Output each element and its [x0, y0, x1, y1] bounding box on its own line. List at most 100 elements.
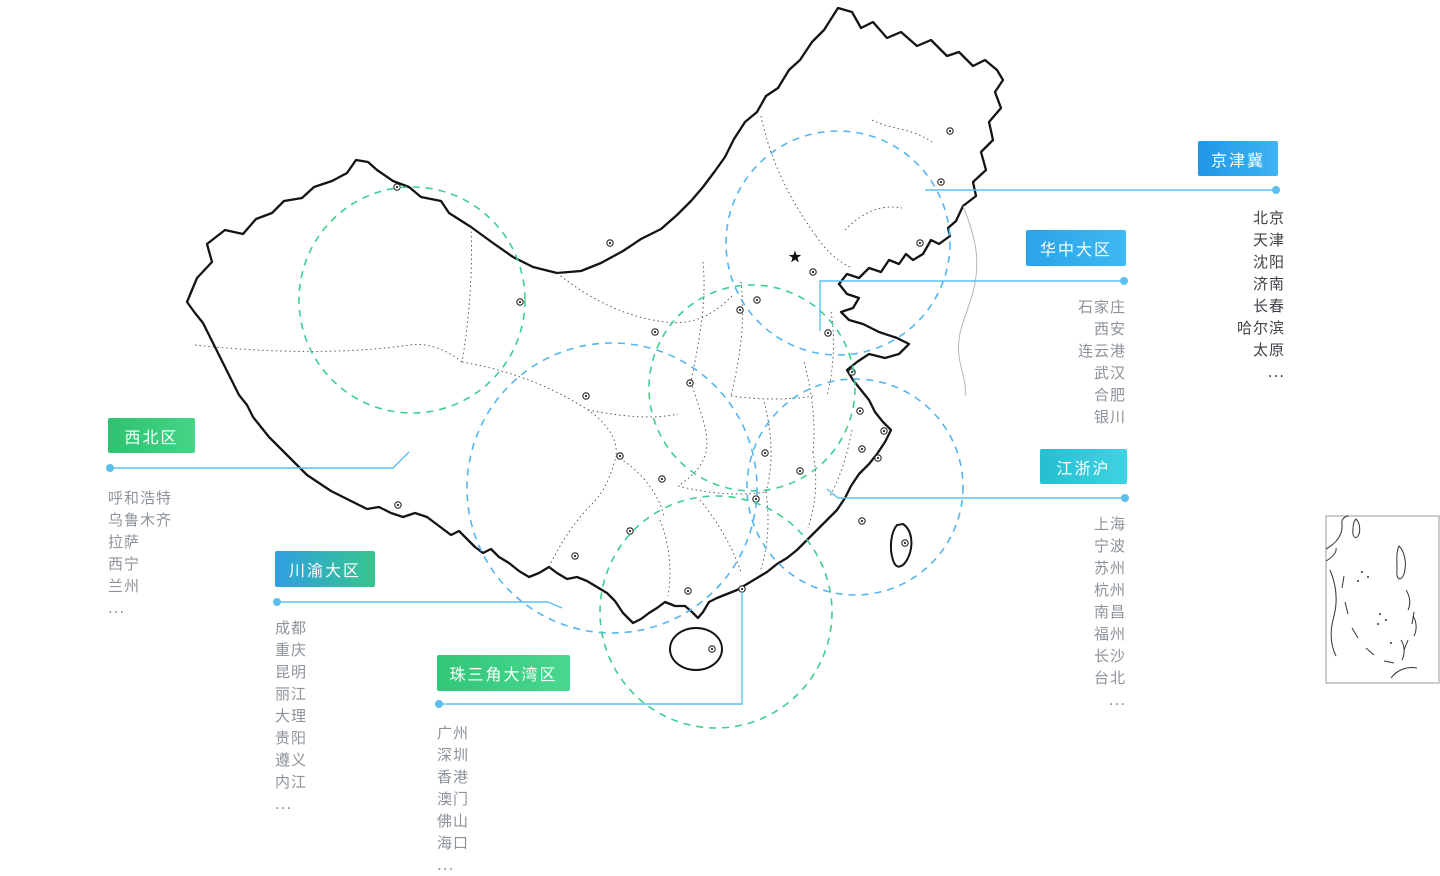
city-marker — [616, 452, 624, 460]
city-marker — [606, 239, 614, 247]
city-marker — [858, 517, 866, 525]
city-marker — [582, 392, 590, 400]
region-circle-jiangzhehu — [746, 378, 964, 596]
city-item: 西安 — [1093, 320, 1126, 338]
city-item: 遵义 — [275, 751, 308, 769]
connector-dot-jingjinji — [1272, 186, 1280, 194]
region-circle-huazhong — [648, 284, 856, 492]
city-item: 贵阳 — [275, 729, 308, 747]
city-marker — [393, 183, 401, 191]
city-marker — [738, 585, 746, 593]
connector-dot-xibei — [106, 464, 114, 472]
region-circle-zhusanjiao — [599, 495, 833, 729]
city-item: 重庆 — [275, 641, 308, 659]
city-item: 佛山 — [437, 812, 470, 830]
city-item: ... — [1267, 363, 1285, 381]
city-item: ... — [437, 856, 455, 874]
city-marker — [858, 445, 866, 453]
city-item: 银川 — [1093, 408, 1126, 426]
connector-huazhong — [819, 280, 1124, 331]
city-item: 广州 — [437, 724, 470, 742]
city-marker — [761, 449, 769, 457]
city-item: 杭州 — [1093, 581, 1126, 599]
region-circle-chuanyu — [466, 342, 758, 634]
city-marker — [651, 328, 659, 336]
city-marker — [824, 329, 832, 337]
city-markers — [393, 127, 954, 653]
inset-frame — [1325, 515, 1440, 684]
city-item: 石家庄 — [1077, 298, 1126, 316]
city-marker — [708, 645, 716, 653]
city-item: 天津 — [1252, 231, 1285, 249]
city-item: 济南 — [1252, 275, 1285, 293]
city-item: ... — [1108, 691, 1126, 709]
region-circles — [298, 130, 964, 729]
region-label-chuanyu[interactable]: 川渝大区 — [275, 551, 375, 587]
city-item: 香港 — [437, 768, 470, 786]
connector-dot-huazhong — [1120, 277, 1128, 285]
city-item: 连云港 — [1077, 342, 1126, 360]
connector-xibei — [110, 451, 410, 469]
city-marker — [658, 475, 666, 483]
region-label-jingjinji[interactable]: 京津冀 — [1198, 141, 1278, 176]
china-mainland — [185, 6, 1005, 671]
city-marker — [736, 306, 744, 314]
city-item: ... — [108, 599, 126, 617]
connector-chuanyu — [277, 601, 563, 609]
city-item: 南昌 — [1093, 603, 1126, 621]
city-item: 沈阳 — [1252, 253, 1285, 271]
city-marker — [946, 127, 954, 135]
city-item: 合肥 — [1093, 386, 1126, 404]
region-label-jiangzhehu[interactable]: 江浙沪 — [1040, 449, 1127, 484]
beijing-star-marker — [788, 250, 802, 263]
city-marker — [394, 501, 402, 509]
city-item: 哈尔滨 — [1236, 319, 1285, 337]
city-item: 成都 — [275, 619, 308, 637]
city-marker — [880, 427, 888, 435]
city-marker — [809, 268, 817, 276]
city-item: 澳门 — [437, 790, 470, 808]
region-circle-jingjinji — [725, 130, 951, 356]
taiwan-island — [889, 522, 913, 568]
city-item: ... — [275, 795, 293, 813]
city-marker — [626, 527, 634, 535]
city-item: 上海 — [1093, 515, 1126, 533]
city-item: 台北 — [1093, 669, 1126, 687]
region-label-xibei[interactable]: 西北区 — [108, 418, 195, 453]
region-label-huazhong[interactable]: 华中大区 — [1026, 230, 1126, 266]
city-marker — [753, 296, 761, 304]
connector-dot-zhusanjiao — [435, 700, 443, 708]
city-item: 深圳 — [437, 746, 470, 764]
city-marker — [916, 239, 924, 247]
connector-jiangzhehu — [826, 488, 1125, 499]
city-marker — [796, 467, 804, 475]
city-item: 拉萨 — [108, 533, 141, 551]
connector-zhusanjiao — [439, 592, 743, 705]
city-list-xibei: 呼和浩特 乌鲁木齐 拉萨 西宁 兰州 ... — [108, 487, 172, 619]
south-china-sea-inset — [1325, 515, 1440, 684]
city-item: 丽江 — [275, 685, 308, 703]
region-label-zhusanjiao[interactable]: 珠三角大湾区 — [437, 655, 570, 691]
connector-lines — [106, 186, 1280, 708]
city-marker — [686, 379, 694, 387]
city-marker — [571, 552, 579, 560]
city-item: 兰州 — [108, 577, 141, 595]
province-borders — [194, 115, 933, 597]
city-item: 宁波 — [1093, 537, 1126, 555]
hainan-island — [669, 627, 723, 671]
city-item: 大理 — [275, 707, 308, 725]
city-item: 武汉 — [1093, 364, 1126, 382]
city-list-zhusanjiao: 广州 深圳 香港 澳门 佛山 海口 ... — [437, 722, 469, 876]
city-item: 内江 — [275, 773, 308, 791]
city-item: 长春 — [1252, 297, 1285, 315]
city-item: 北京 — [1252, 209, 1285, 227]
city-marker — [856, 407, 864, 415]
city-marker — [937, 178, 945, 186]
region-circle-xibei — [298, 186, 526, 414]
connector-dot-jiangzhehu — [1121, 494, 1129, 502]
city-item: 昆明 — [275, 663, 308, 681]
northeast-river-line — [957, 205, 978, 397]
city-list-jingjinji: 北京 天津 沈阳 济南 长春 哈尔滨 太原 ... — [1237, 207, 1285, 383]
